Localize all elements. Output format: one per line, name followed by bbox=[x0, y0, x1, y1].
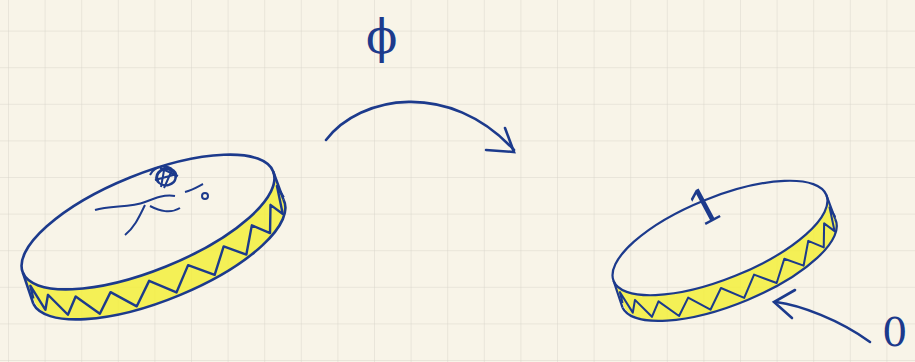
map-symbol: ϕ bbox=[366, 14, 397, 60]
rim-label: 0 bbox=[882, 312, 907, 352]
